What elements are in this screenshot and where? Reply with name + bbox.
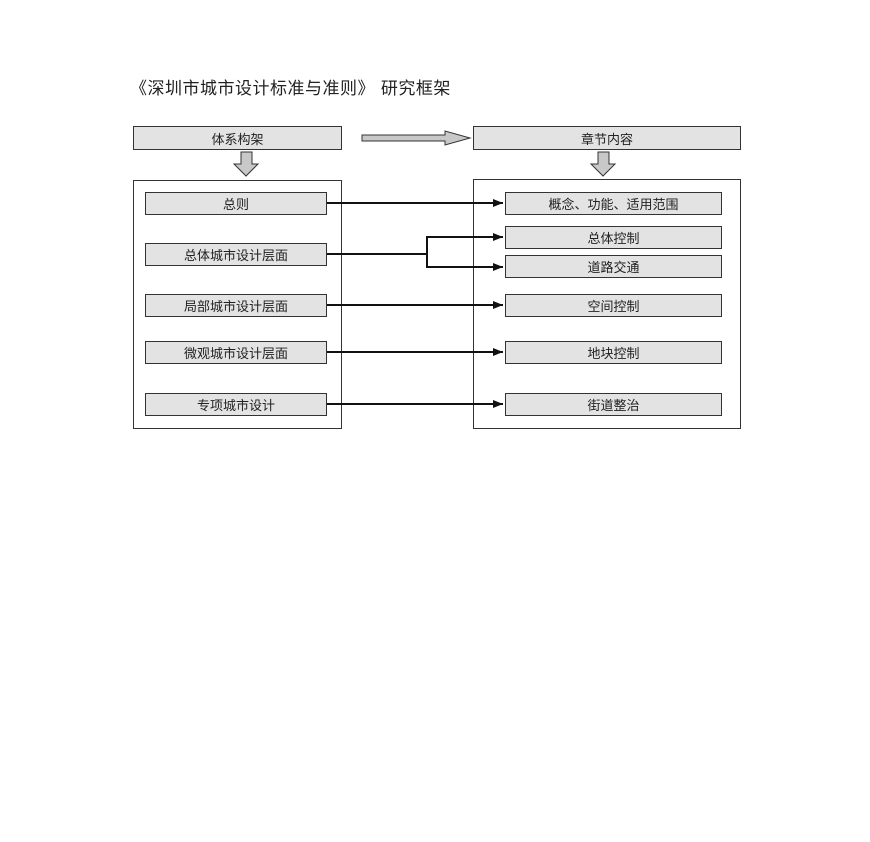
right-down-arrow — [589, 151, 617, 177]
right-item-street-renovation: 街道整治 — [505, 393, 722, 416]
right-item-space-control: 空间控制 — [505, 294, 722, 317]
right-item-overall-control: 总体控制 — [505, 226, 722, 249]
left-item-micro-level: 微观城市设计层面 — [145, 341, 327, 364]
right-item-concept-scope: 概念、功能、适用范围 — [505, 192, 722, 215]
left-down-arrow — [232, 151, 260, 177]
left-item-general: 总则 — [145, 192, 327, 215]
diagram-title: 《深圳市城市设计标准与准则》 研究框架 — [130, 79, 451, 99]
left-header-box: 体系构架 — [133, 126, 342, 150]
left-item-overall-level: 总体城市设计层面 — [145, 243, 327, 266]
header-arrow — [361, 130, 472, 146]
right-header-box: 章节内容 — [473, 126, 741, 150]
right-item-plot-control: 地块控制 — [505, 341, 722, 364]
right-item-road-traffic: 道路交通 — [505, 255, 722, 278]
left-item-special-design: 专项城市设计 — [145, 393, 327, 416]
left-item-local-level: 局部城市设计层面 — [145, 294, 327, 317]
